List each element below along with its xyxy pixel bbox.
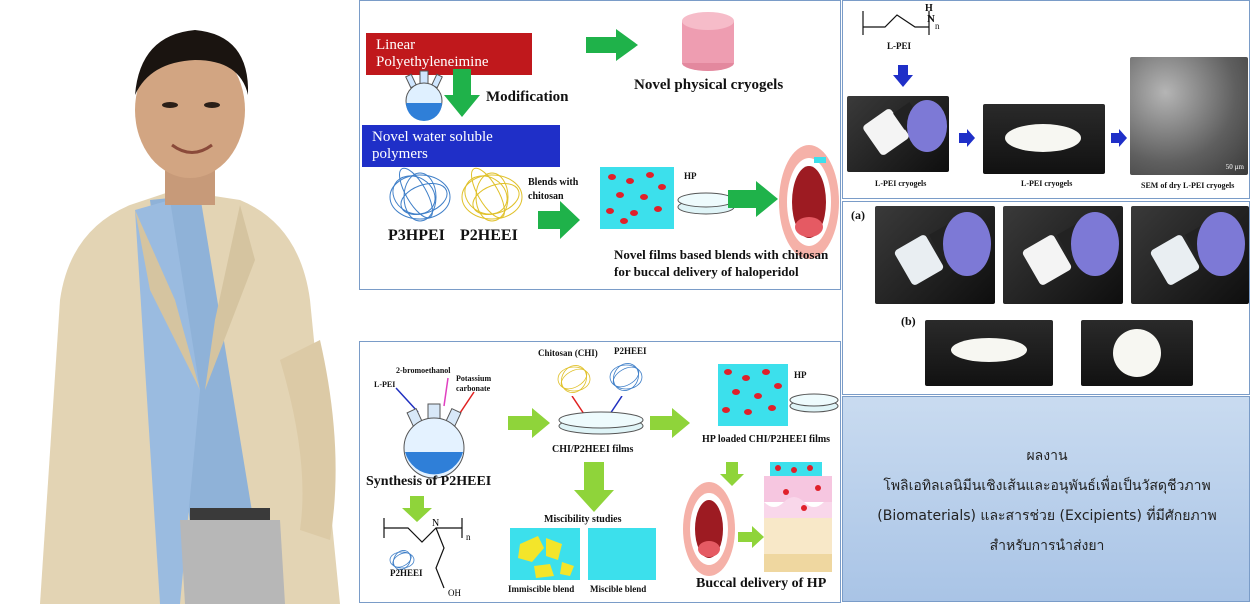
chitosan-chi-label: Chitosan (CHI) [538, 348, 598, 358]
arrow-right-icon [1111, 129, 1127, 147]
p3hpei-label: P3HPEI [388, 227, 445, 244]
svg-text:OH: OH [448, 588, 461, 598]
l-pei-label: L-PEI [374, 380, 396, 389]
title-line-3: (Biomaterials) และสารช่วย (Excipients) ท… [877, 508, 1217, 524]
p2heei-small-tangle-icon [609, 363, 643, 391]
cryogel-photo [983, 104, 1105, 174]
miscibility-label: Miscibility studies [544, 514, 622, 525]
miscible-label: Miscible blend [590, 584, 647, 594]
chitosan-tangle-icon [557, 365, 591, 393]
svg-text:N: N [432, 518, 439, 529]
immiscible-blend-icon [510, 528, 580, 580]
mixing-dish-icon [558, 396, 644, 435]
title-line-1: ผลงาน [1026, 448, 1068, 464]
h-label: H [925, 3, 933, 14]
hp-bottom-label: HP [794, 370, 807, 380]
novel-films-line2: for buccal delivery of haloperidol [614, 264, 799, 279]
scale-bar-label: 50 µm [1225, 163, 1244, 171]
p2heei-label: P2HEEI [460, 227, 518, 244]
portrait-photo [0, 0, 358, 604]
right-top-panel: H N n L-PEI L-PEI cryogels L-PEI cryogel… [842, 0, 1250, 199]
right-middle-panel: (a) (b) [842, 201, 1250, 395]
chitosan-label: chitosan [528, 191, 564, 202]
hp-loaded-film-icon [718, 364, 788, 426]
petri-dish-icon [677, 192, 735, 215]
title-line-2: โพลิเอทิลเลนิมีนเชิงเส้นและอนุพันธ์เพื่อ… [883, 478, 1211, 494]
arrow-right-icon [508, 408, 550, 438]
sem-photo: 50 µm [1130, 57, 1248, 175]
p2heei-structure-label: P2HEEI [390, 568, 423, 578]
open-mouth-icon [779, 145, 839, 259]
open-mouth-icon [683, 482, 735, 576]
novel-physical-cryogels-label: Novel physical cryogels [634, 77, 784, 93]
top-diagram-panel: Linear Polyethyleneimine Novel physical … [359, 0, 841, 290]
hp-loaded-label: HP loaded CHI/P2HEEI films [702, 434, 831, 445]
hp-label: HP [684, 171, 697, 181]
caption-sem: SEM of dry L-PEI cryogels [1141, 181, 1235, 190]
vial-photo [847, 96, 949, 172]
buccal-delivery-label: Buccal delivery of HP [696, 576, 827, 591]
n-subscript-label: n [935, 21, 940, 31]
mucosa-tissue-icon [764, 462, 832, 572]
potassium-label: Potassium [456, 374, 492, 383]
bottom-diagram-panel: Chitosan (CHI) P2HEEI 2-bromoethanol Pot… [359, 341, 841, 603]
cryogel-photo-b1 [925, 320, 1053, 386]
petri-dish-icon [789, 393, 839, 413]
carbonate-label: carbonate [456, 384, 491, 393]
arrow-down-icon [402, 496, 432, 522]
cryogel-photo-b2 [1081, 320, 1193, 386]
l-pei-structure-icon [862, 11, 930, 35]
bromoethanol-label: 2-bromoethanol [396, 366, 451, 375]
modification-label: Modification [486, 89, 569, 105]
p3hpei-tangle-icon [389, 167, 451, 222]
novel-water-soluble-polymers-label: Novel water soluble polymers [362, 125, 560, 167]
linear-pei-label: Linear Polyethyleneimine [366, 33, 532, 75]
vial-photo-a3 [1131, 206, 1249, 304]
immiscible-label: Immiscible blend [508, 584, 575, 594]
svg-text:n: n [466, 532, 471, 542]
arrow-right-icon [586, 29, 638, 61]
label-a: (a) [851, 208, 865, 222]
arrow-down-icon [574, 462, 614, 512]
vial-photo-a1 [875, 206, 995, 304]
arrow-right-icon [738, 526, 764, 548]
p2heei-structure-icon: N n OH [383, 518, 471, 598]
arrow-right-icon [538, 201, 580, 239]
chi-films-label: CHI/P2HEEI films [552, 444, 634, 455]
film-with-drug-icon [600, 167, 674, 229]
n-label: N [927, 13, 935, 25]
p2heei-tangle-icon [461, 167, 523, 222]
arrow-down-icon [893, 65, 913, 87]
vial-photo-a2 [1003, 206, 1123, 304]
synthesis-label: Synthesis of P2HEEI [366, 474, 492, 489]
blends-with-label: Blends with [528, 177, 579, 188]
flask-icon [405, 70, 443, 121]
l-pei-top-label: L-PEI [887, 41, 912, 51]
arrow-right-icon [728, 181, 778, 217]
miscible-blend-icon [588, 528, 656, 580]
caption-l-pei-cryogels-1: L-PEI cryogels [875, 179, 927, 188]
reaction-flask-icon [395, 377, 475, 479]
title-line-4: สำหรับการนำส่งยา [989, 538, 1105, 554]
novel-films-line1: Novel films based blends with chitosan [614, 247, 829, 262]
caption-l-pei-cryogels-2: L-PEI cryogels [1021, 179, 1073, 188]
title-box: ผลงาน โพลิเอทิลเลนิมีนเชิงเส้นและอนุพันธ… [842, 396, 1250, 602]
arrow-right-icon [650, 408, 690, 438]
arrow-right-icon [959, 129, 975, 147]
arrow-down-icon [444, 69, 480, 117]
cryogel-cylinder-icon [682, 12, 734, 71]
arrow-down-icon [720, 462, 744, 486]
p2heei-top-label: P2HEEI [614, 346, 647, 356]
label-b: (b) [901, 314, 916, 328]
